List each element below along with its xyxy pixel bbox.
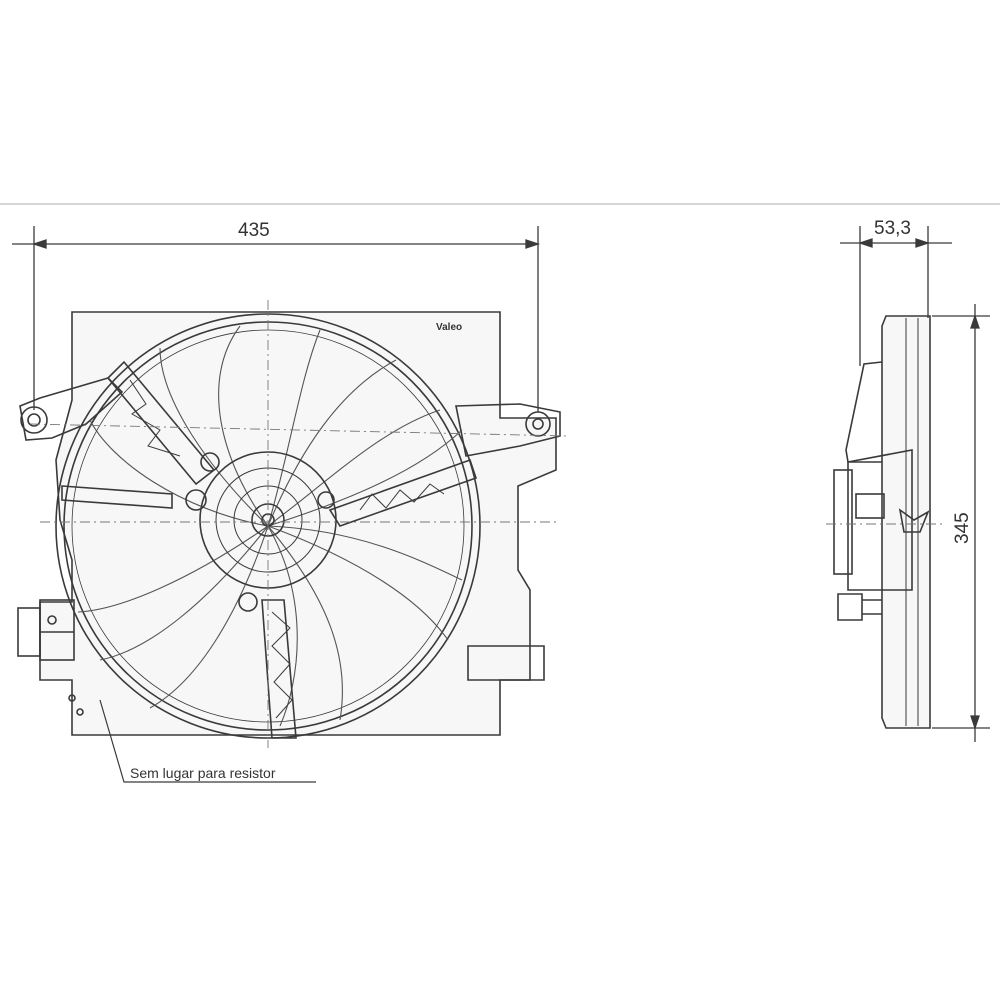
depth-dimension — [840, 226, 952, 366]
width-dimension-label: 435 — [238, 220, 270, 241]
left-mount-hole — [20, 406, 48, 434]
side-motor-housing — [847, 449, 913, 591]
side-upper-bracket — [845, 361, 883, 463]
left-mounting-ear — [19, 377, 124, 441]
resistor-leader — [99, 699, 316, 783]
depth-dimension-label: 53,3 — [874, 218, 911, 239]
strut-bracing — [129, 379, 445, 719]
connector-block — [17, 599, 75, 661]
height-dimension — [932, 304, 990, 742]
height-dimension-label: 345 — [952, 512, 973, 544]
resistor-note: Sem lugar para resistor — [130, 765, 276, 781]
side-view — [826, 315, 944, 729]
shroud-frame — [39, 311, 557, 736]
width-dimension — [12, 226, 541, 412]
right-mounting-ear — [455, 403, 561, 457]
front-view — [17, 300, 569, 783]
side-connector — [837, 593, 863, 621]
fan-blades — [77, 325, 463, 727]
centerlines — [29, 300, 569, 748]
bottom-right-tab — [467, 645, 545, 681]
brand-mark: Valeo — [436, 322, 462, 333]
